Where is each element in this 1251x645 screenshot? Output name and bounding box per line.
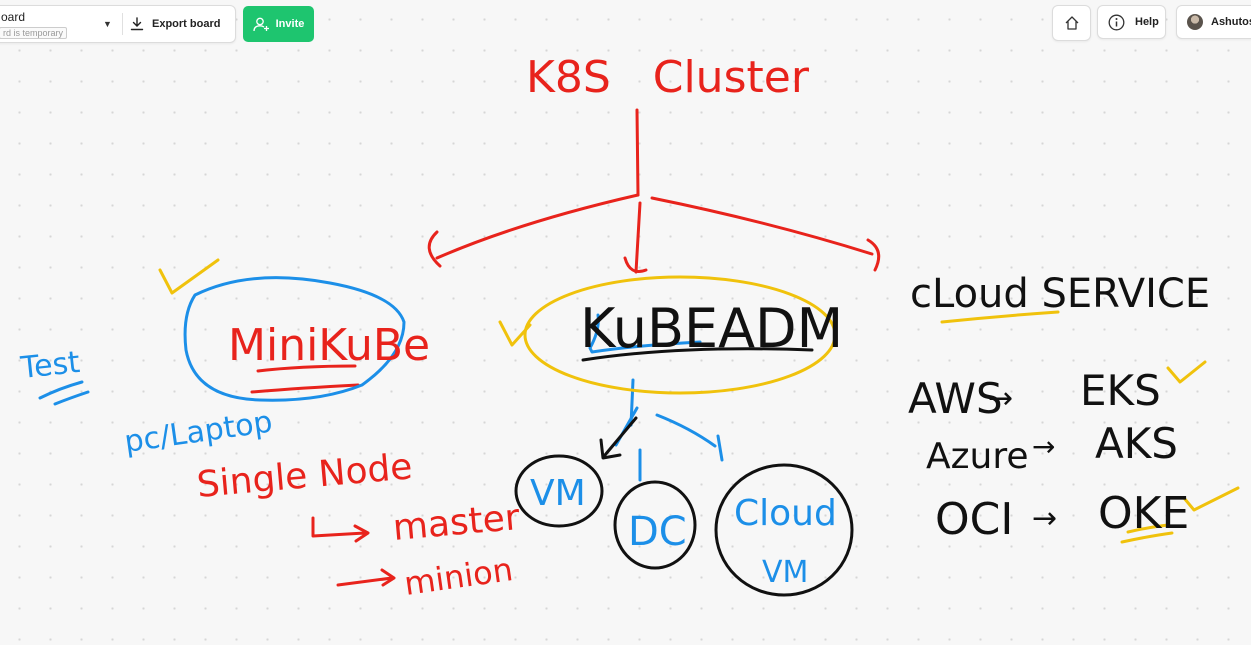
export-board-label: Export board bbox=[152, 18, 221, 30]
board-toolbar: oard rd is temporary ▼ Export board bbox=[0, 5, 236, 43]
export-board-button[interactable]: Export board bbox=[130, 12, 220, 36]
user-name: Ashutos bbox=[1211, 16, 1251, 28]
home-button[interactable] bbox=[1052, 5, 1091, 41]
yellow-strokes bbox=[158, 258, 1240, 544]
help-label: Help bbox=[1135, 16, 1159, 28]
provider-aws: AWS bbox=[908, 374, 1003, 423]
add-user-icon bbox=[252, 17, 269, 31]
vm-label: VM bbox=[530, 473, 586, 514]
avatar bbox=[1187, 14, 1203, 30]
black-strokes bbox=[514, 347, 854, 597]
minikube-label: MiniKuBe bbox=[228, 320, 430, 371]
cloud-provider-list: AWS → EKS Azure → AKS OCI → OKE bbox=[908, 366, 1189, 545]
board-status-badge: rd is temporary bbox=[0, 27, 68, 39]
test-label: Test bbox=[18, 345, 82, 386]
service-oke: OKE bbox=[1098, 488, 1189, 539]
toolbar-divider bbox=[122, 13, 123, 35]
cloud-service-label: cLoud SERVICE bbox=[910, 271, 1210, 317]
invite-button[interactable]: Invite bbox=[243, 6, 314, 42]
service-aks: AKS bbox=[1095, 419, 1178, 468]
arrow: → bbox=[1032, 501, 1057, 536]
arrow: → bbox=[1032, 430, 1055, 463]
provider-azure: Azure bbox=[926, 436, 1029, 477]
info-icon bbox=[1108, 14, 1125, 30]
kubeadm-label: KuBEADM bbox=[580, 297, 843, 360]
user-menu-button[interactable]: Ashutos bbox=[1176, 5, 1251, 39]
cloud-vm-label: VM bbox=[762, 555, 808, 590]
invite-label: Invite bbox=[275, 18, 305, 30]
board-title: K8S Cluster bbox=[526, 52, 810, 103]
download-icon bbox=[130, 17, 144, 31]
home-icon bbox=[1065, 16, 1078, 30]
cloud-label: Cloud bbox=[734, 493, 837, 534]
service-eks: EKS bbox=[1080, 366, 1161, 415]
pc-laptop-label: pc/Laptop bbox=[122, 405, 274, 460]
help-button[interactable]: Help bbox=[1097, 5, 1166, 39]
red-structure-strokes bbox=[250, 108, 881, 587]
board-name[interactable]: oard bbox=[1, 10, 26, 24]
master-label: master bbox=[391, 497, 521, 549]
blue-strokes bbox=[38, 276, 724, 482]
arrow: → bbox=[988, 381, 1013, 416]
chevron-down-icon[interactable]: ▼ bbox=[103, 19, 112, 29]
minion-label: minion bbox=[402, 550, 515, 603]
dc-label: DC bbox=[628, 509, 687, 555]
single-node-label: Single Node bbox=[195, 446, 414, 506]
provider-oci: OCI bbox=[935, 494, 1013, 545]
